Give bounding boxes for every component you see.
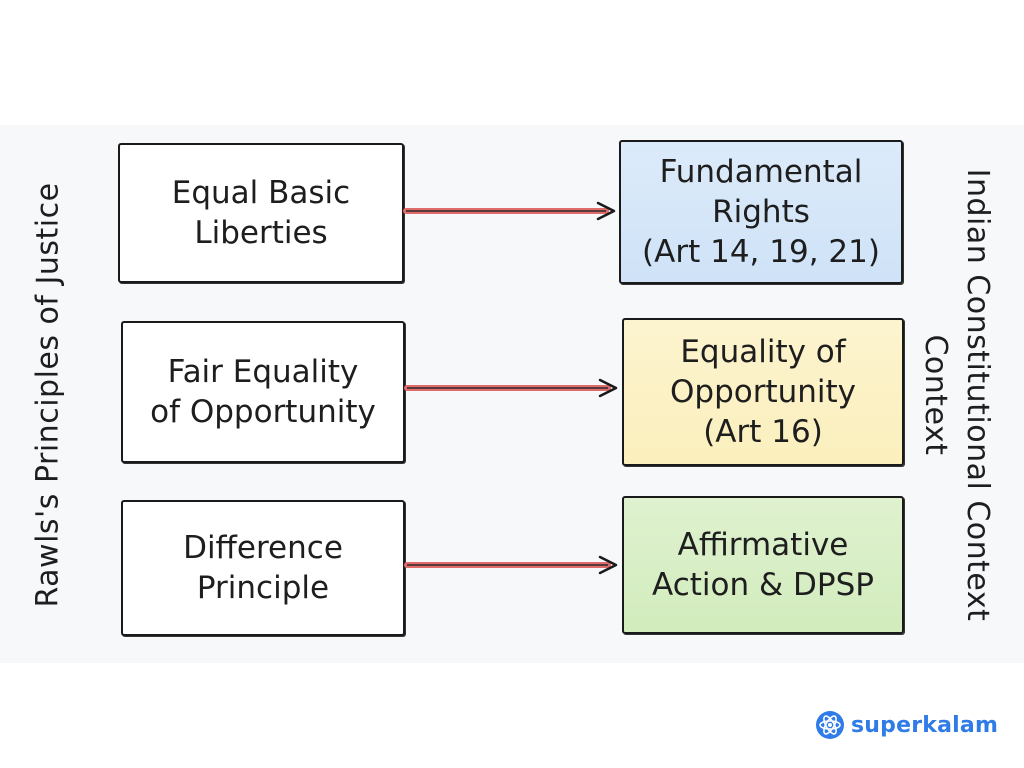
brand-name: superkalam (851, 712, 999, 738)
principle-box-equal-basic-liberties: Equal Basic Liberties (118, 143, 404, 283)
principle-box-fair-equality-of-opportunity: Fair Equality of Opportunity (121, 321, 405, 463)
context-line: Fundamental (659, 154, 863, 190)
rawls-principles-label: Rawls's Principles of Justice (30, 182, 66, 608)
principle-line: Principle (196, 570, 330, 606)
context-box-fundamental-rights: Fundamental Rights (Art 14, 19, 21) (619, 140, 903, 284)
context-line: Rights (712, 194, 810, 230)
context-line: Action & DPSP (652, 567, 874, 603)
indian-context-label: Indian Constitutional Context Context (914, 169, 998, 622)
context-line: Equality of (680, 334, 846, 370)
context-box-affirmative-action-dpsp: Affirmative Action & DPSP (622, 496, 904, 634)
context-line: (Art 16) (703, 414, 823, 450)
principle-line: Fair Equality (167, 354, 359, 390)
context-line: Opportunity (669, 374, 857, 410)
indian-context-label-line-2: Context (918, 334, 953, 456)
context-box-equality-of-opportunity: Equality of Opportunity (Art 16) (622, 318, 904, 466)
principle-line: of Opportunity (150, 394, 376, 430)
context-line: (Art 14, 19, 21) (642, 234, 880, 270)
atom-icon (816, 711, 844, 739)
superkalam-logo: superkalam (815, 710, 998, 740)
principle-line: Difference (183, 530, 343, 566)
principle-box-difference-principle: Difference Principle (121, 500, 405, 636)
context-line: Affirmative (677, 527, 849, 563)
principle-line: Equal Basic (171, 175, 351, 211)
indian-context-label-line-1: Indian Constitutional Context (960, 168, 995, 622)
principle-line: Liberties (194, 215, 328, 251)
